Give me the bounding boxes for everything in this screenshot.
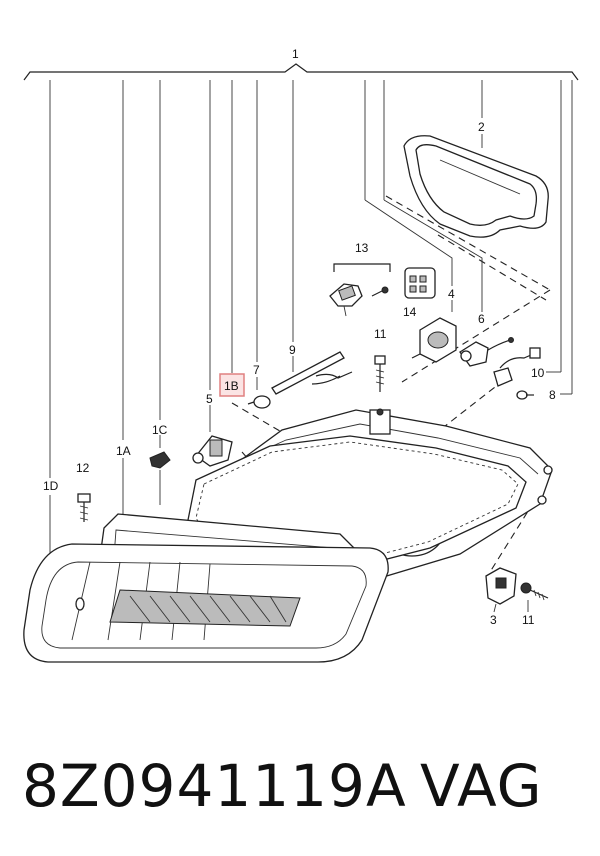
- adjuster-rod-part-9: [271, 351, 353, 395]
- bulb-part-7: [247, 395, 271, 409]
- bulb-part-5: [192, 435, 233, 467]
- screw-part-12: [77, 493, 91, 522]
- callout-label-4: 4: [448, 287, 455, 301]
- callout-label-1a: 1A: [116, 444, 131, 458]
- callout-label-5: 5: [206, 392, 213, 406]
- callout-label-11-lower: 11: [522, 613, 535, 627]
- callout-label-11-upper: 11: [374, 327, 387, 341]
- brand-text: VAG: [420, 752, 543, 820]
- clip-part-1c: [149, 451, 171, 469]
- callout-label-6: 6: [478, 312, 485, 326]
- bulb-part-6: [459, 337, 514, 367]
- connector-part-14: [404, 267, 436, 299]
- actuator-part-4: [411, 317, 457, 363]
- callout-label-9: 9: [289, 343, 296, 357]
- bulb-holder-part-10: [493, 347, 541, 387]
- assembly-bracket: [23, 63, 579, 81]
- bracket-part-13: [329, 263, 391, 317]
- callout-highlight-box-1b: [219, 373, 245, 397]
- callout-label-1c: 1C: [152, 423, 168, 437]
- callout-label-1b: 1B: [224, 379, 239, 393]
- leader-lines: [49, 80, 573, 565]
- callout-label-7: 7: [253, 363, 260, 377]
- lens-part-1d: [23, 543, 389, 663]
- callout-label-14: 14: [403, 305, 417, 319]
- callout-label-8: 8: [549, 388, 556, 402]
- callout-label-10: 10: [531, 366, 545, 380]
- headlight-exploded-diagram: 1 2 13 14 4 6 11 9 10 7 1B 5 8 1C 1A 12 …: [23, 47, 579, 663]
- callout-label-13: 13: [355, 241, 369, 255]
- callout-label-1d: 1D: [43, 479, 59, 493]
- callout-label-3: 3: [490, 613, 497, 627]
- screw-part-11-upper: [374, 355, 386, 392]
- callout-label-12: 12: [76, 461, 90, 475]
- mounting-bracket-part-3: [485, 567, 517, 605]
- screw-part-11-lower: [520, 582, 549, 601]
- small-bulb-part-8: [516, 390, 534, 400]
- callout-label-1: 1: [292, 47, 299, 61]
- rear-cover-part-2: [403, 135, 549, 238]
- part-number-text: 8Z0941119A: [22, 752, 407, 820]
- callout-label-2: 2: [478, 120, 485, 134]
